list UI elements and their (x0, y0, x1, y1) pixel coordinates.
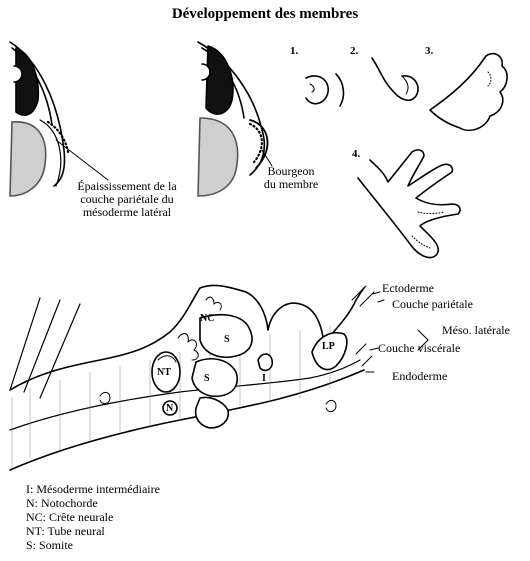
stage-4-label: 4. (352, 148, 361, 160)
legend-item-n: N: Notochorde (26, 496, 98, 510)
embryo-section-middle (197, 41, 273, 197)
page-title: Développement des membres (171, 6, 359, 22)
legend: I: Mésoderme intermédiaire N: Notochorde… (26, 482, 160, 552)
structure-label-n: N (166, 403, 174, 414)
thickening-label: Épaississement de la couche pariétale du… (62, 180, 192, 219)
thickening-label-line-1: Épaississement de la (77, 179, 177, 193)
limb-bud-label-line-1: Bourgeon (267, 164, 315, 178)
neural-tube-dark (205, 45, 234, 115)
legend-item-i: I: Mésoderme intermédiaire (26, 482, 160, 496)
limb-bud-label: Bourgeon du membre (256, 165, 326, 191)
legend-item-nt: NT: Tube neural (26, 524, 105, 538)
thickening-label-line-3: mésoderme latéral (82, 205, 172, 219)
block-section (9, 284, 429, 471)
legend-item-nc: NC: Crête neurale (26, 510, 114, 524)
limb-bud-label-line-2: du membre (263, 177, 319, 191)
ectoderme-label: Ectoderme (382, 281, 434, 295)
meso-laterale-label: Méso. latérale (442, 323, 510, 337)
limb-stage-1 (305, 73, 345, 107)
limb-bud-bulge (249, 119, 269, 169)
structure-label-s-upper: S (224, 334, 230, 345)
thickening-label-line-2: couche pariétale du (80, 192, 174, 206)
neural-tube-dark (15, 47, 40, 116)
stage-1-label: 1. (290, 45, 299, 57)
limb-stage-3 (429, 52, 508, 132)
legend-item-s: S: Somite (26, 538, 74, 552)
structure-label-i: I (262, 373, 266, 384)
structure-label-s-lower: S (204, 373, 210, 384)
endoderme-label: Endoderme (392, 369, 448, 383)
embryo-section-left (9, 41, 109, 197)
couche-viscerale-label: Couche viscérale (378, 341, 461, 355)
stage-2-label: 2. (350, 45, 359, 57)
limb-stage-4 (357, 149, 461, 259)
couche-parietale-label: Couche pariétale (392, 297, 473, 311)
limb-stage-2 (371, 57, 419, 102)
structure-label-nt: NT (157, 367, 171, 378)
pointer-line-left (55, 139, 109, 181)
structure-label-nc: NC (200, 313, 215, 324)
stage-3-label: 3. (425, 45, 434, 57)
pointer-line-middle (261, 149, 273, 167)
structure-label-lp: LP (322, 341, 335, 352)
